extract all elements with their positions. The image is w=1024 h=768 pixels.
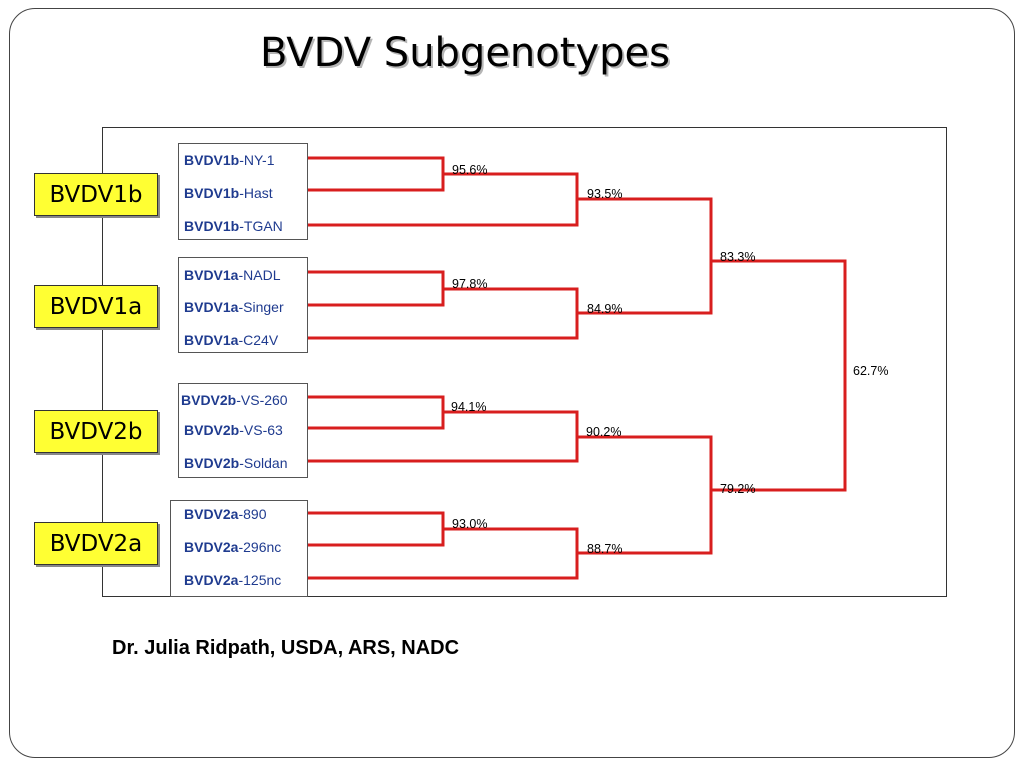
- identity-root: 62.7%: [853, 364, 889, 378]
- identity-bvdv2a: 88.7%: [587, 542, 623, 556]
- branch-nadl-singer: [308, 270, 445, 307]
- branch-bvdv1: [577, 197, 713, 315]
- strain-label: BVDV1a-NADL: [184, 267, 281, 283]
- group-label-bvdv2b: BVDV2b: [34, 410, 158, 453]
- strain-label: BVDV2a-296nc: [184, 539, 282, 555]
- group-label-bvdv1a: BVDV1a: [34, 285, 158, 328]
- credit-line: Dr. Julia Ridpath, USDA, ARS, NADC: [112, 637, 460, 659]
- identity-bvdv1b: 93.5%: [587, 187, 623, 201]
- strain-box-bvdv1b: [178, 143, 308, 240]
- slide-title: BVDV Subgenotypes: [260, 30, 670, 76]
- group-label-bvdv2a: BVDV2a: [34, 522, 158, 565]
- strain-label: BVDV2a-890: [184, 506, 267, 522]
- strain-box-bvdv2a: [170, 500, 308, 597]
- strain-box-bvdv2b: [178, 383, 308, 478]
- group-label-bvdv1b: BVDV1b: [34, 173, 158, 216]
- strain-label: BVDV1b-TGAN: [184, 218, 283, 234]
- strain-label: BVDV1a-Singer: [184, 299, 284, 315]
- strain-label: BVDV1a-C24V: [184, 332, 279, 348]
- identity-bvdv1: 83.3%: [720, 250, 756, 264]
- strain-label: BVDV2b-VS-63: [184, 422, 283, 438]
- strain-box-bvdv1a: [178, 257, 308, 353]
- branch-vs260-vs63: [308, 395, 445, 430]
- identity-ny1-hast: 95.6%: [452, 163, 488, 177]
- branch-root: [711, 259, 847, 492]
- strain-label: BVDV2b-Soldan: [184, 455, 288, 471]
- identity-bvdv2: 79.2%: [720, 482, 756, 496]
- branch-bvdv2: [577, 435, 713, 555]
- identity-vs260-vs63: 94.1%: [451, 400, 487, 414]
- strain-label: BVDV2b-VS-260: [181, 392, 288, 408]
- identity-890-296nc: 93.0%: [452, 517, 488, 531]
- identity-bvdv1a: 84.9%: [587, 302, 623, 316]
- branch-ny1-hast: [308, 156, 445, 192]
- strain-label: BVDV1b-NY-1: [184, 152, 275, 168]
- identity-bvdv2b: 90.2%: [586, 425, 622, 439]
- identity-nadl-singer: 97.8%: [452, 277, 488, 291]
- branch-890-296nc: [308, 511, 445, 547]
- strain-label: BVDV2a-125nc: [184, 572, 282, 588]
- strain-label: BVDV1b-Hast: [184, 185, 273, 201]
